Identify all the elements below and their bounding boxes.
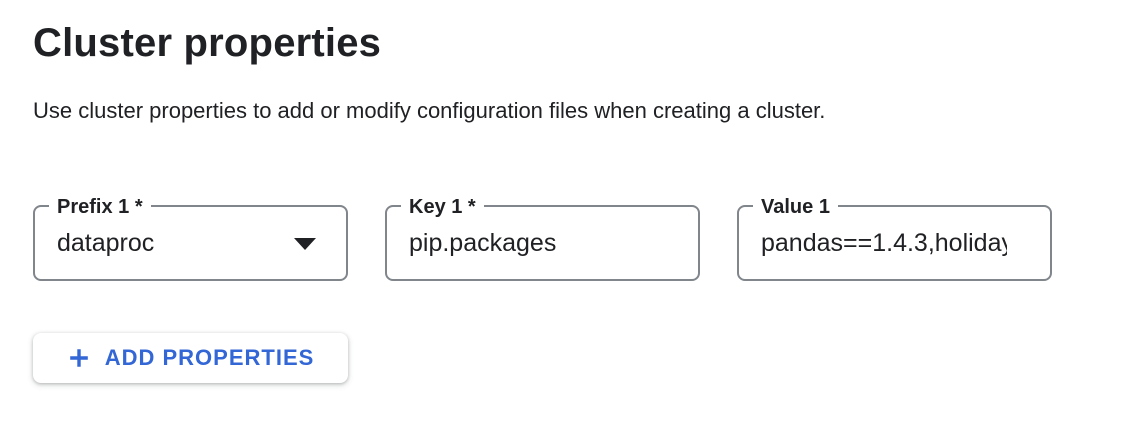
prefix-select[interactable]: dataproc [57, 207, 154, 279]
prefix-field-label: Prefix 1 * [49, 195, 151, 219]
value-input[interactable] [761, 209, 1007, 277]
section-description: Use cluster properties to add or modify … [33, 98, 826, 123]
dropdown-arrow-icon [294, 238, 316, 250]
add-properties-button-label: ADD PROPERTIES [104, 345, 315, 370]
value-field[interactable]: Value 1 [737, 195, 1052, 281]
key-input[interactable] [409, 209, 680, 277]
add-properties-button[interactable]: ADD PROPERTIES [33, 333, 348, 383]
property-fields-row: Prefix 1 * dataproc Key 1 * Value 1 [33, 195, 1122, 281]
prefix-field[interactable]: Prefix 1 * dataproc [33, 195, 348, 281]
key-field[interactable]: Key 1 * [385, 195, 700, 281]
prefix-selected-value: dataproc [57, 228, 155, 257]
cluster-properties-section: Cluster properties Use cluster propertie… [33, 21, 1122, 383]
page-title: Cluster properties [33, 21, 382, 65]
plus-icon [69, 349, 88, 367]
